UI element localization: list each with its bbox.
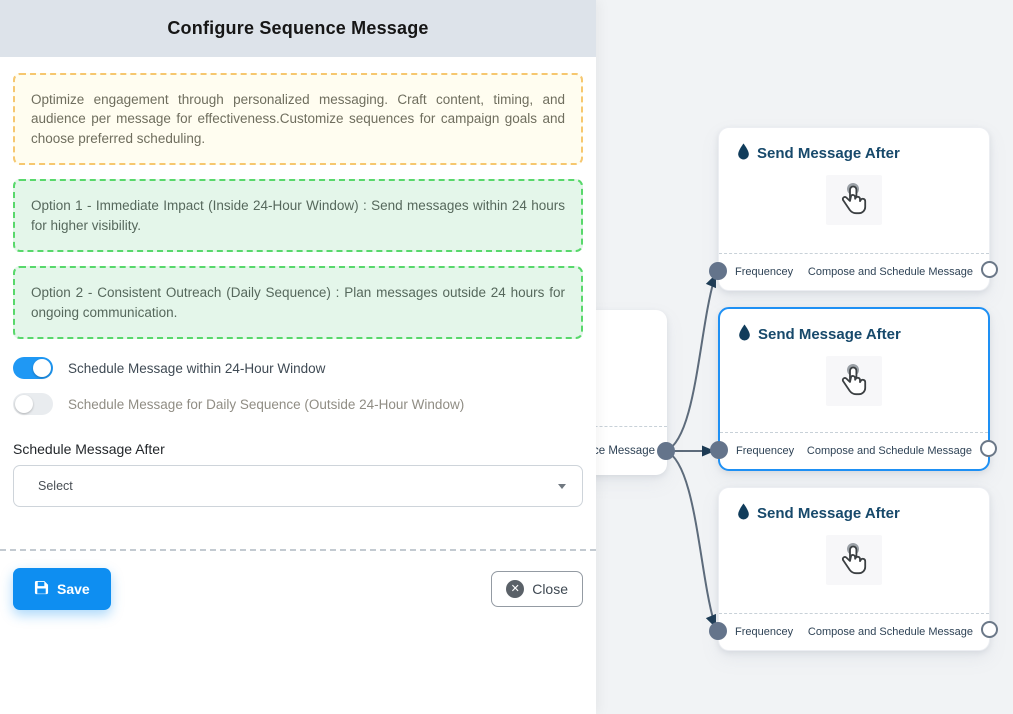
tap-gesture-icon [826,356,882,406]
node-title: Send Message After [757,505,900,522]
send-message-after-node-1[interactable]: Send Message After Frequencey Compose an… [709,127,998,291]
compose-schedule-label[interactable]: Compose and Schedule Message [807,266,973,278]
droplet-icon [737,143,750,164]
source-port[interactable] [981,621,998,638]
node-title: Send Message After [757,145,900,162]
tap-gesture-icon [826,535,882,585]
frequency-handle-label[interactable]: Frequencey [736,445,795,457]
target-port[interactable] [710,441,728,459]
drawer-title: Configure Sequence Message [167,18,429,38]
toggle-24-hour-label: Schedule Message within 24-Hour Window [68,360,326,376]
target-port[interactable] [709,262,727,280]
schedule-after-label: Schedule Message After [13,441,165,458]
edge-to-node-1 [665,279,715,452]
option-1-note: Option 1 - Immediate Impact (Inside 24-H… [13,179,583,253]
close-button[interactable]: ✕ Close [491,571,583,608]
droplet-icon [737,503,750,524]
toggle-knob [15,395,33,414]
configure-sequence-drawer: Configure Sequence Message Optimize enga… [0,0,596,714]
select-placeholder: Select [38,479,73,494]
save-icon [34,580,49,598]
chevron-down-icon [558,483,566,489]
target-port[interactable] [709,622,727,640]
arrowhead-middle [702,445,715,457]
compose-schedule-label[interactable]: Compose and Schedule Message [806,445,972,457]
drawer-header: Configure Sequence Message [0,0,596,57]
source-port[interactable] [980,440,997,457]
parent-node-port-label: ce Message [540,426,667,475]
close-button-label: Close [532,581,568,598]
send-message-after-node-2[interactable]: Send Message After Frequencey Compose an… [710,307,997,471]
edge-to-node-3 [665,450,715,623]
compose-schedule-label[interactable]: Compose and Schedule Message [807,626,973,638]
schedule-after-select[interactable]: Select [13,465,583,508]
source-port[interactable] [981,261,998,278]
footer-divider [0,549,596,552]
close-icon: ✕ [506,580,525,599]
droplet-icon [738,324,751,345]
toggle-daily-sequence-label: Schedule Message for Daily Sequence (Out… [68,396,465,412]
tap-gesture-icon [826,175,882,225]
toggle-knob [33,359,51,378]
toggle-24-hour-window[interactable] [13,357,53,380]
frequency-handle-label[interactable]: Frequencey [735,266,794,278]
save-button[interactable]: Save [13,568,111,611]
send-message-after-node-3[interactable]: Send Message After Frequencey Compose an… [709,487,998,651]
info-note: Optimize engagement through personalized… [13,73,583,166]
frequency-handle-label[interactable]: Frequencey [735,626,794,638]
save-button-label: Save [57,581,90,598]
node-title: Send Message After [758,326,901,343]
option-2-note: Option 2 - Consistent Outreach (Daily Se… [13,266,583,340]
toggle-daily-sequence[interactable] [13,393,53,416]
parent-node-source-port[interactable] [657,442,675,460]
